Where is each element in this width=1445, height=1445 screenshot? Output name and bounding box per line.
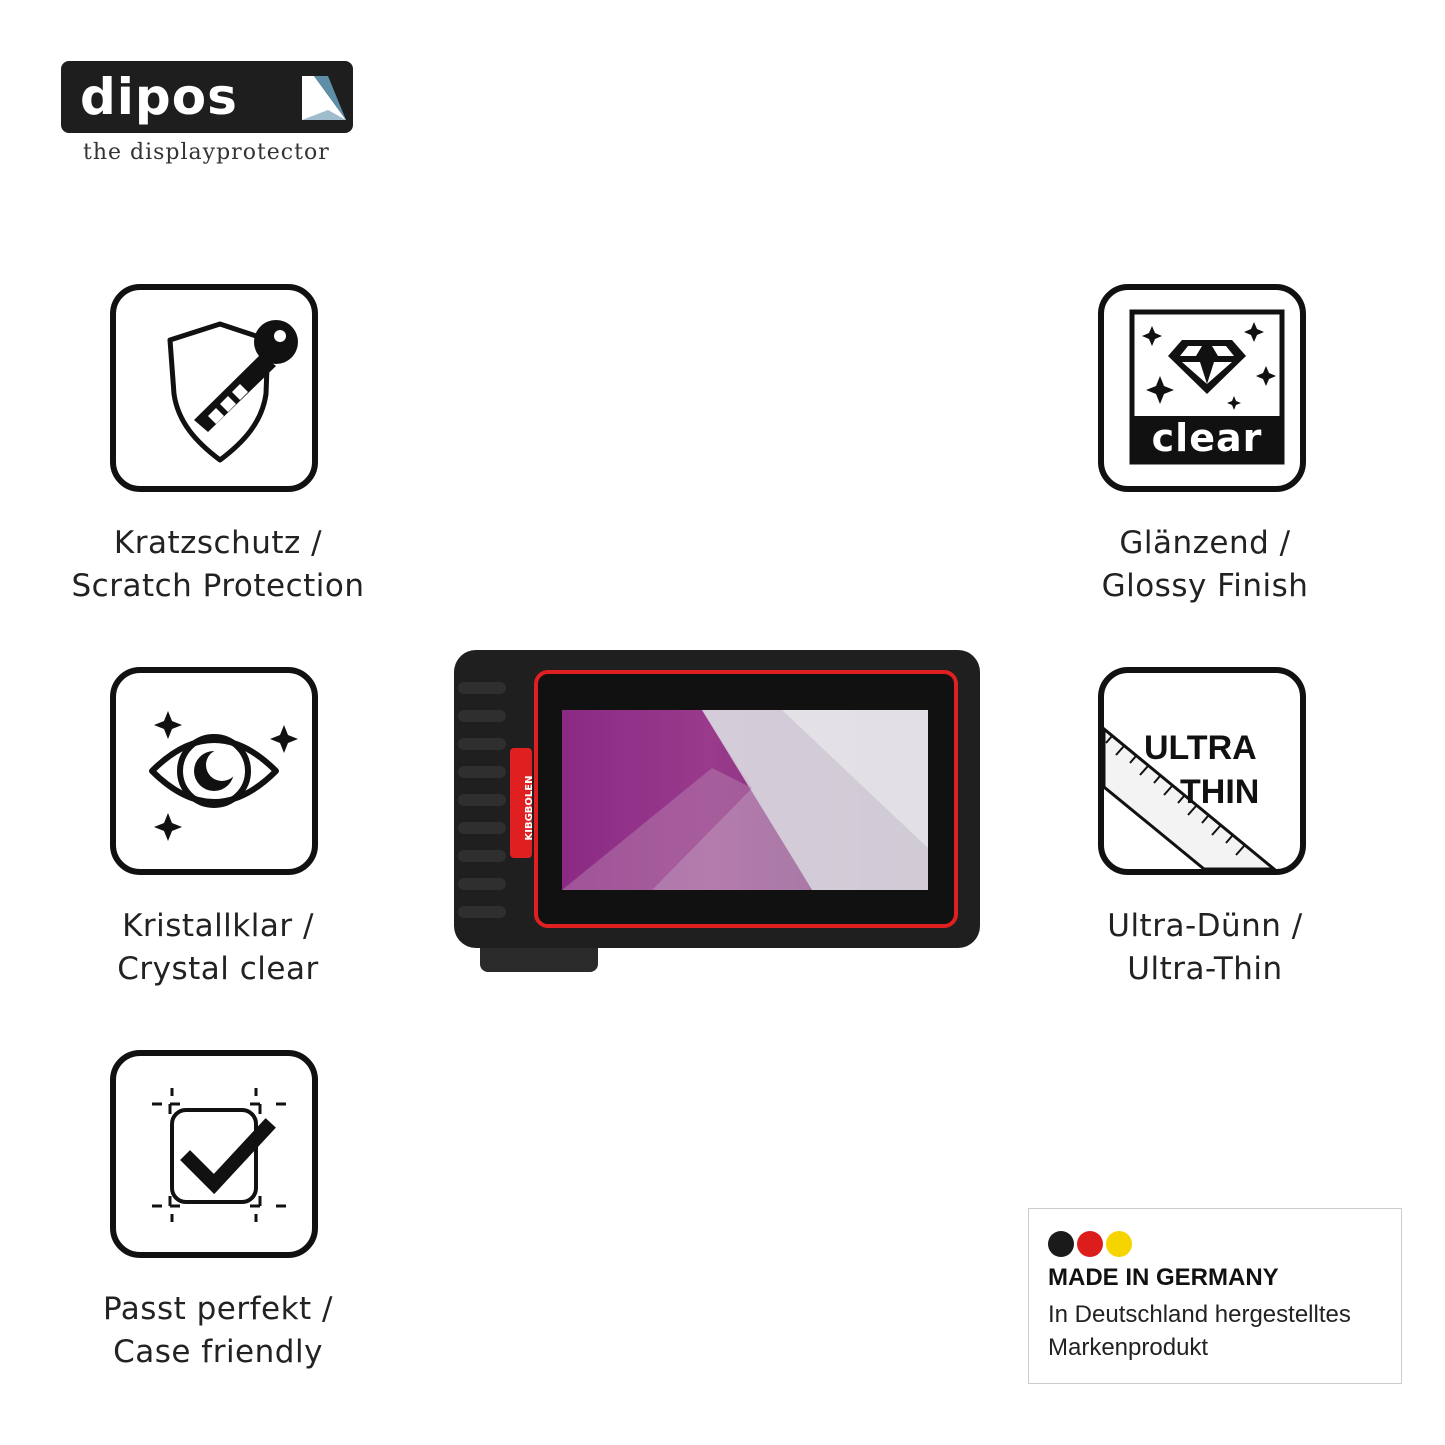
feature-caption-line: Kristallklar / (122, 908, 314, 944)
diamond-clear-icon (1129, 309, 1285, 465)
feature-caption-case-friendly: Passt perfekt / Case friendly (18, 1288, 418, 1374)
flag-gold-dot-icon (1106, 1231, 1132, 1257)
ultra-label: ULTRA (1144, 729, 1257, 767)
feature-caption-line: Crystal clear (117, 951, 319, 987)
feature-caption-line: Passt perfekt / (103, 1291, 333, 1327)
feature-caption-crystal-clear: Kristallklar / Crystal clear (18, 905, 418, 991)
feature-tile-case-friendly (110, 1050, 318, 1258)
feature-caption-line: Glossy Finish (1101, 568, 1309, 604)
thin-label: THIN (1180, 773, 1260, 811)
clear-label: clear (1151, 416, 1263, 460)
feature-tile-scratch-protection (110, 284, 318, 492)
feature-tile-ultra-thin: ULTRA THIN (1098, 667, 1306, 875)
made-in-germany-line: In Deutschland hergestelltes (1048, 1301, 1351, 1328)
feature-caption-line: Glänzend / (1119, 525, 1291, 561)
flag-black-dot-icon (1048, 1231, 1074, 1257)
flag-red-dot-icon (1077, 1231, 1103, 1257)
peel-corner-icon (302, 76, 346, 120)
feature-caption-scratch-protection: Kratzschutz / Scratch Protection (18, 522, 418, 608)
checkmark-frame-icon (152, 1088, 286, 1222)
feature-caption-line: Kratzschutz / (113, 525, 323, 561)
made-in-germany-line: Markenprodukt (1048, 1334, 1209, 1361)
device-brand-label: KIBGBOLEN (524, 775, 535, 841)
brand-logo-text: dipos (80, 68, 238, 126)
feature-caption-line: Case friendly (113, 1334, 323, 1370)
feature-caption-line: Ultra-Thin (1127, 951, 1283, 987)
brand-tagline: the displayprotector (83, 140, 330, 165)
made-in-germany-subtitle: In Deutschland hergestelltes Markenprodu… (1048, 1298, 1351, 1364)
made-in-germany-title: MADE IN GERMANY (1048, 1264, 1279, 1291)
feature-tile-crystal-clear (110, 667, 318, 875)
feature-caption-ultra-thin: Ultra-Dünn / Ultra-Thin (1005, 905, 1405, 991)
feature-caption-line: Ultra-Dünn / (1107, 908, 1303, 944)
feature-caption-glossy-finish: Glänzend / Glossy Finish (1005, 522, 1405, 608)
device-image (454, 650, 980, 972)
shield-key-icon (167, 320, 298, 463)
eye-sparkle-icon (149, 711, 298, 841)
feature-caption-line: Scratch Protection (71, 568, 365, 604)
feature-tile-glossy-finish: clear (1098, 284, 1306, 492)
ruler-ultra-thin-icon (1104, 727, 1277, 869)
